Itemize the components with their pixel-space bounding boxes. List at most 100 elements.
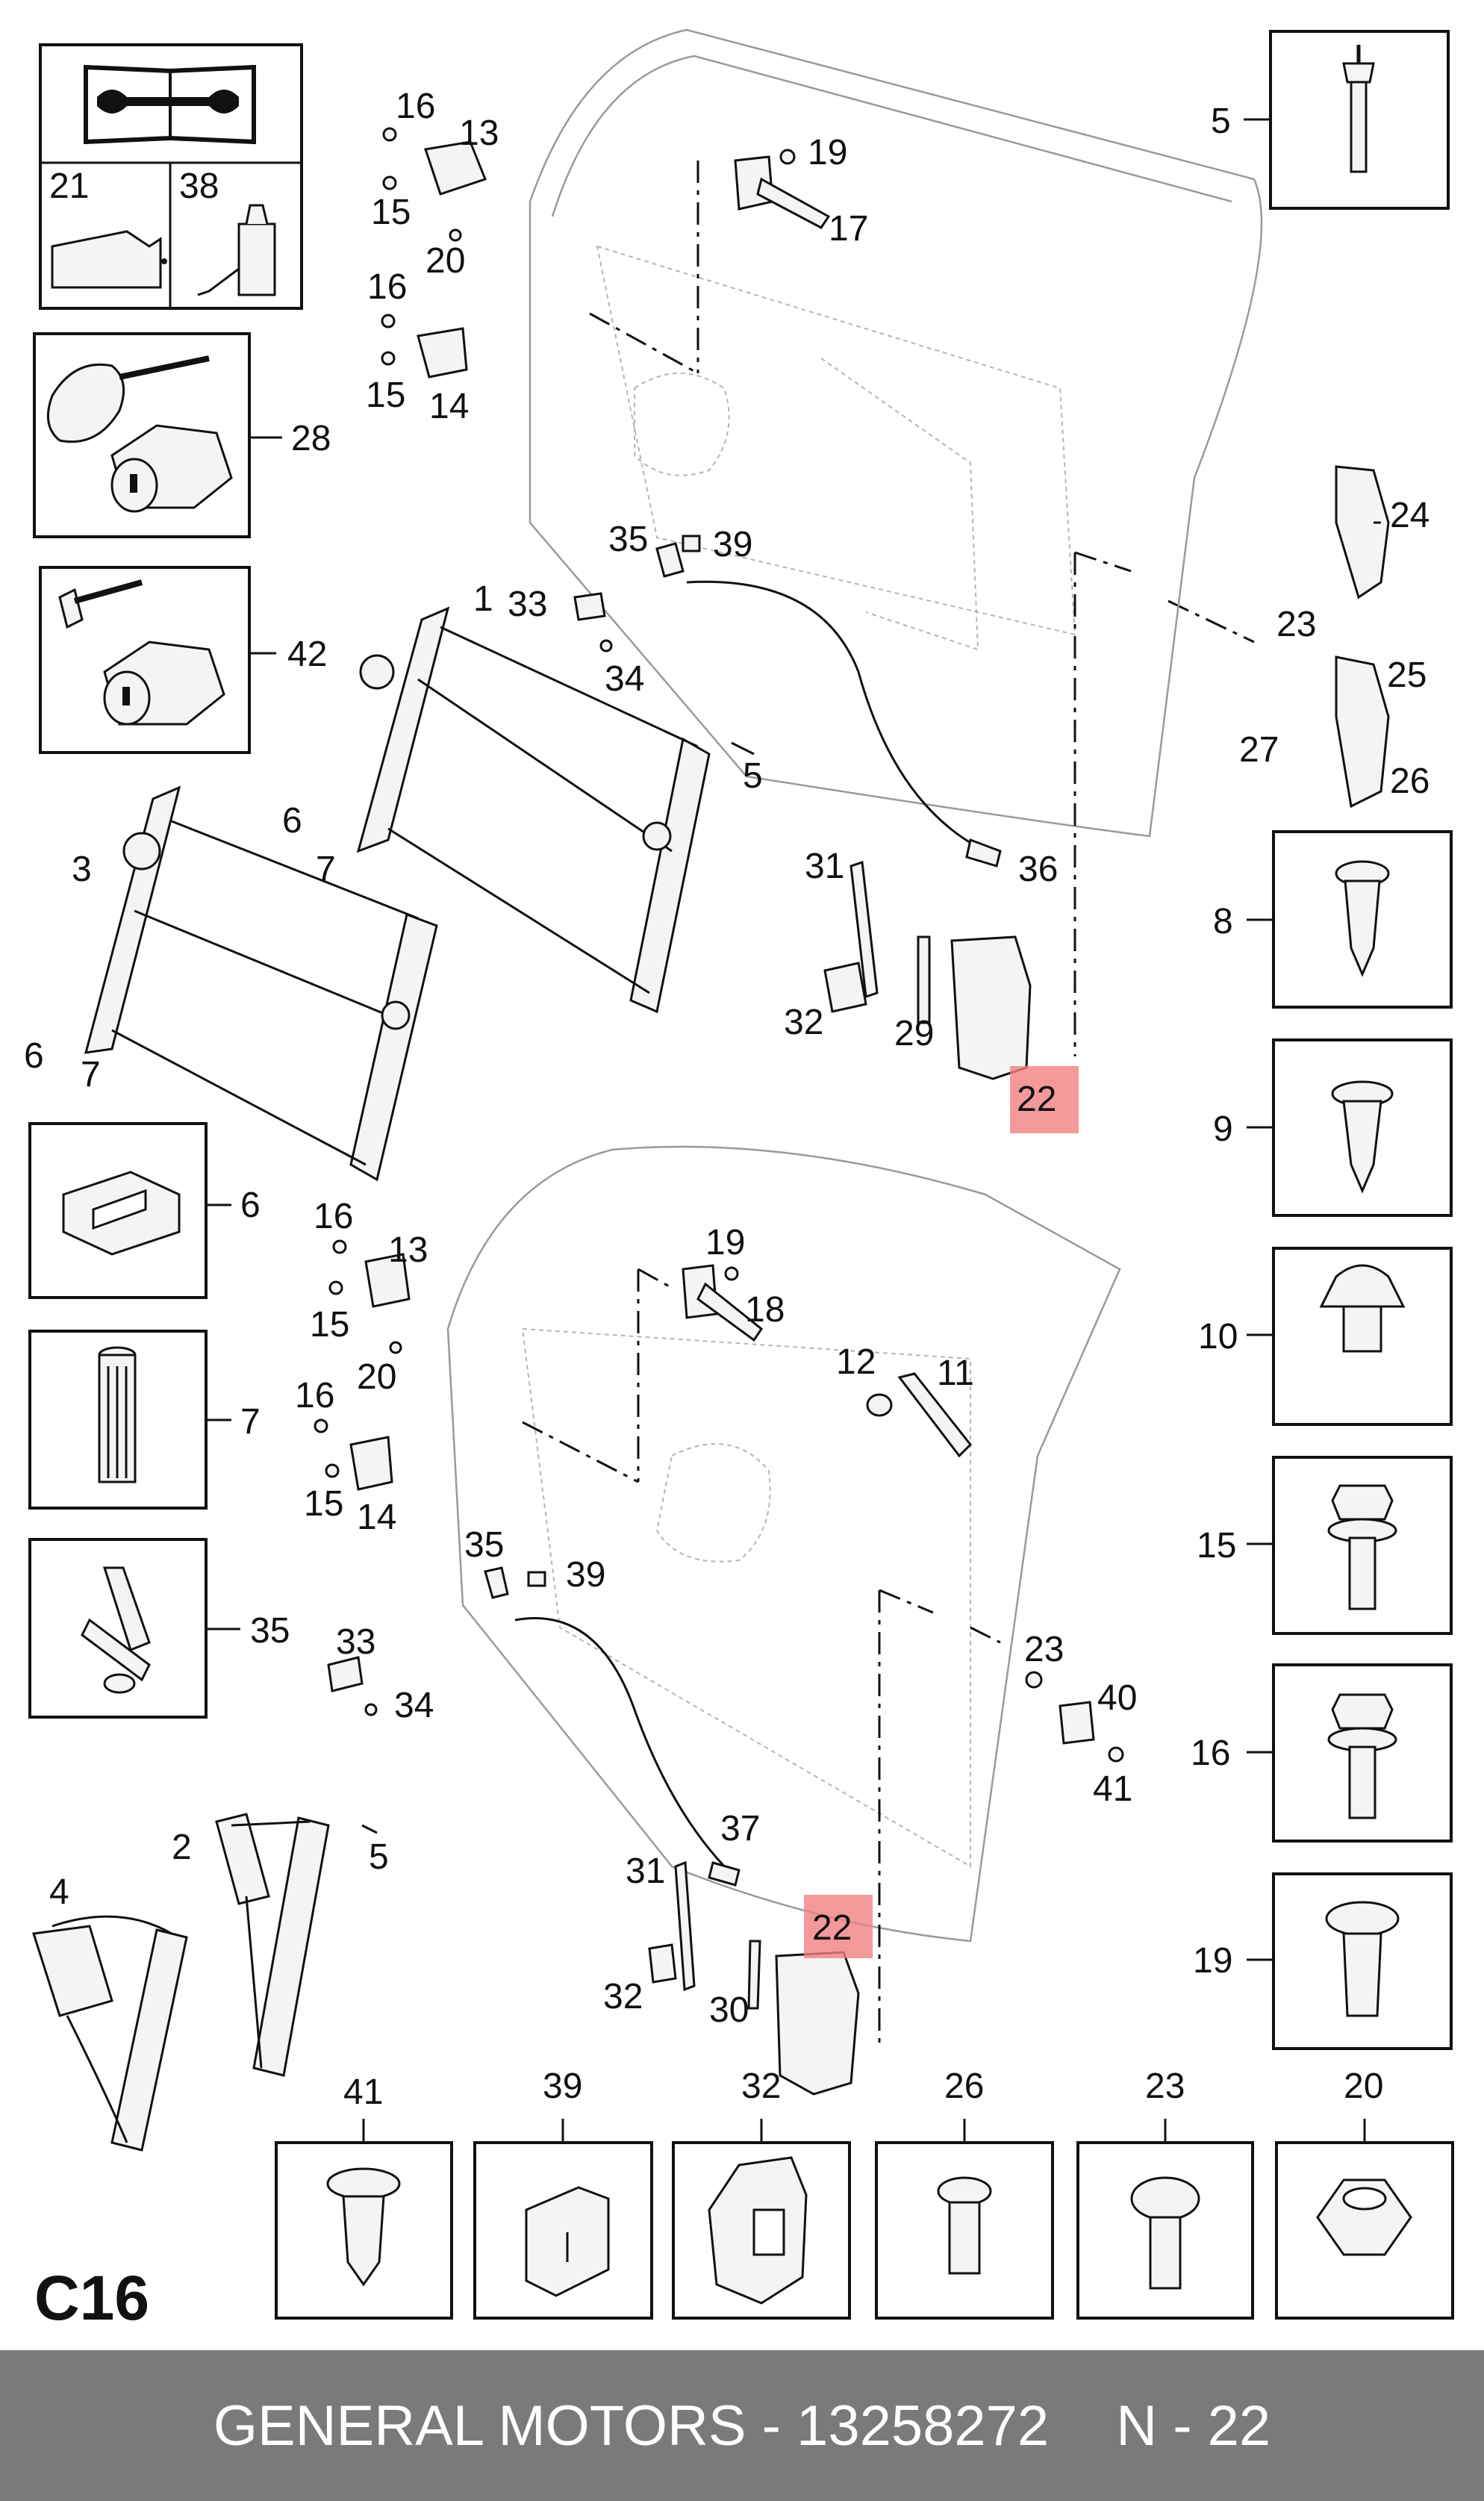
hex-bolt-icon (1327, 1484, 1397, 1610)
callout-7a: 7 (316, 850, 336, 889)
callout-5a: 5 (1211, 102, 1231, 141)
sleeve-icon (98, 1346, 137, 1483)
callout-22a: 22 (1017, 1080, 1056, 1119)
callout-12: 12 (836, 1342, 876, 1382)
callout-13b: 13 (388, 1230, 428, 1270)
service-info-box: 21 38 (39, 43, 303, 310)
lower-door-lock (648, 1860, 860, 2096)
callout-31b: 31 (626, 1851, 665, 1891)
highlight-22-upper (1010, 1066, 1079, 1133)
callout-5c: 5 (369, 1837, 389, 1877)
callout-35a: 35 (608, 520, 648, 559)
callout-11: 11 (937, 1354, 974, 1393)
pin-bracket-35-box (28, 1538, 208, 1719)
clip-icon (1319, 1264, 1406, 1353)
callout-5b: 5 (743, 756, 763, 796)
tape-pad-icon (525, 2186, 610, 2297)
callout-15b: 15 (366, 376, 405, 415)
callout-15a: 15 (371, 193, 411, 232)
rivet-5-box (1269, 30, 1450, 210)
manual-book-icon (84, 64, 256, 145)
callout-15e: 15 (1197, 1526, 1236, 1566)
callout-19c: 19 (1193, 1941, 1232, 1981)
lower-cable-37 (484, 1566, 741, 1887)
key-lock-set-42-box (39, 566, 251, 754)
callout-32c: 32 (741, 2066, 781, 2106)
callout-35b: 35 (250, 1611, 290, 1651)
sleeve-7-box (28, 1330, 208, 1510)
callout-30: 30 (709, 1990, 749, 2030)
lower-handle-33 (327, 1656, 378, 1716)
callout-33b: 33 (336, 1622, 375, 1662)
callout-3: 3 (72, 850, 92, 889)
door-lock-actuator-icon (708, 2156, 808, 2305)
bolt-15-box (1272, 1456, 1453, 1635)
callout-35-lower: 35 (464, 1525, 504, 1565)
callout-6a: 6 (282, 801, 302, 841)
callout-39a: 39 (713, 525, 752, 564)
callout-23c: 23 (1145, 2066, 1185, 2106)
clip-block-6-box (28, 1122, 208, 1299)
key-lock-set-28-box (33, 332, 251, 538)
callout-14b: 14 (357, 1498, 396, 1537)
callout-34a: 34 (605, 659, 644, 699)
callout-31a: 31 (805, 847, 844, 886)
callout-27: 27 (1239, 730, 1279, 770)
callout-37: 37 (720, 1809, 760, 1849)
callout-20a: 20 (425, 241, 465, 281)
callout-28: 28 (291, 419, 331, 458)
callout-7c: 7 (240, 1402, 261, 1442)
parts-diagram: 21 38 28 (24, 28, 1454, 2320)
callout-21: 21 (49, 166, 89, 206)
callout-16e: 16 (1191, 1734, 1230, 1773)
callout-15d: 15 (304, 1484, 343, 1524)
callout-16c: 16 (314, 1197, 353, 1236)
callout-20b: 20 (357, 1357, 396, 1397)
callout-41a: 41 (1093, 1769, 1132, 1809)
rear-door-shell (446, 1145, 1121, 2046)
callout-42: 42 (287, 635, 327, 674)
bottom-box-32 (672, 2141, 851, 2320)
callout-7b: 7 (81, 1055, 101, 1094)
callout-19a: 19 (808, 133, 847, 172)
bracket-24-25 (1167, 465, 1390, 809)
screw-icon (1331, 1080, 1394, 1194)
bottom-box-20 (1275, 2141, 1454, 2320)
footer-part-number: GENERAL MOTORS - 13258272 (213, 2393, 1050, 2458)
callout-20c: 20 (1344, 2066, 1383, 2106)
hex-nut-icon (1316, 2178, 1412, 2256)
callout-34b: 34 (394, 1686, 434, 1725)
callout-33a: 33 (508, 585, 547, 624)
hex-bolt-icon (1327, 1693, 1397, 1819)
footer-bar: GENERAL MOTORS - 13258272 N - 22 (0, 2350, 1484, 2501)
window-regulator-3 (84, 785, 438, 1182)
grease-can-icon (51, 230, 167, 289)
callout-25: 25 (1387, 655, 1427, 695)
callout-39b: 39 (566, 1555, 605, 1595)
callout-39c: 39 (543, 2066, 582, 2106)
pin-bracket-icon (81, 1566, 151, 1694)
torx-screw-icon (937, 2176, 992, 2275)
upper-handle-33 (573, 592, 613, 652)
footer-ref: N - 22 (1116, 2393, 1271, 2458)
window-regulator-1 (356, 606, 711, 1014)
blade-key-icon (58, 579, 143, 629)
torx-screw-icon (326, 2167, 401, 2287)
lower-hinges (314, 1239, 411, 1491)
callout-19b: 19 (705, 1223, 745, 1262)
callout-1: 1 (473, 579, 493, 619)
callout-13a: 13 (459, 113, 499, 153)
remote-key-icon (46, 355, 210, 443)
callout-15c: 15 (310, 1305, 349, 1345)
rivet-icon (1342, 45, 1375, 173)
upper-check-strap (734, 149, 831, 229)
callout-8: 8 (1213, 902, 1233, 941)
callout-6c: 6 (240, 1186, 261, 1225)
callout-41b: 41 (343, 2072, 383, 2112)
callout-9: 9 (1213, 1109, 1233, 1149)
callout-2: 2 (172, 1828, 192, 1867)
lock-cylinder-icon (103, 641, 225, 726)
bottom-box-26 (875, 2141, 1054, 2320)
diagram-code: C16 (34, 2263, 150, 2333)
callout-40: 40 (1097, 1678, 1137, 1718)
